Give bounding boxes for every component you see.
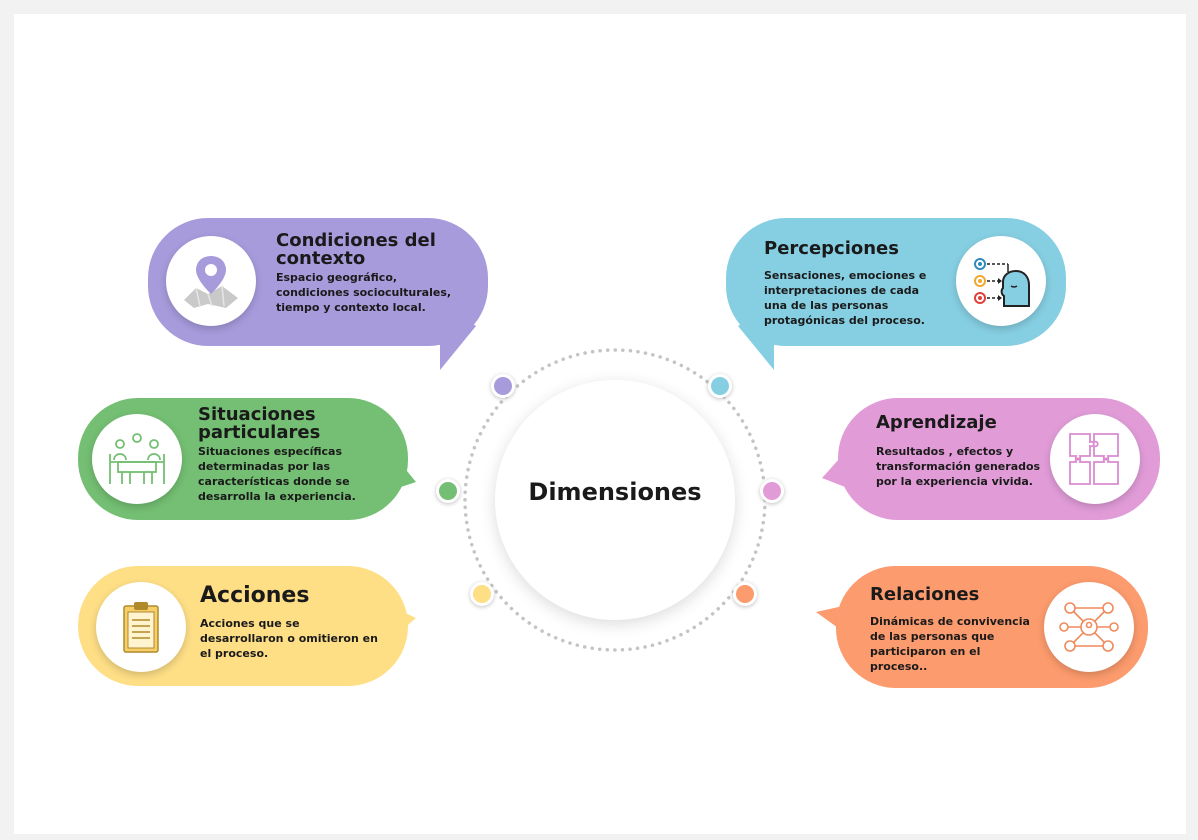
dot-acciones: [470, 582, 494, 606]
center-title: Dimensiones: [528, 478, 702, 506]
desc-situaciones: Situaciones específicas determinadas por…: [198, 445, 356, 503]
network-icon: [1044, 582, 1134, 672]
map-pin-icon: [166, 236, 256, 326]
title-aprendizaje: Aprendizaje: [876, 412, 997, 433]
desc-contexto: Espacio geográfico, condiciones sociocul…: [276, 271, 452, 314]
senses-head-icon: [956, 236, 1046, 326]
desc-aprendizaje: Resultados , efectos y transformación ge…: [876, 445, 1041, 488]
title-relaciones: Relaciones: [870, 584, 980, 605]
desc-percepciones: Sensaciones, emociones e interpretacione…: [764, 269, 927, 327]
title-situaciones: Situaciones particulares: [198, 404, 321, 443]
puzzle-icon: [1050, 414, 1140, 504]
desc-relaciones: Dinámicas de convivencia de las personas…: [870, 615, 1030, 673]
dot-percepciones: [708, 374, 732, 398]
dot-contexto: [491, 374, 515, 398]
title-contexto: Condiciones del contexto: [276, 230, 436, 269]
clipboard-icon: [96, 582, 186, 672]
meeting-icon: [92, 414, 182, 504]
dot-aprendizaje: [760, 479, 784, 503]
title-percepciones: Percepciones: [764, 238, 899, 259]
dot-situaciones: [436, 479, 460, 503]
dot-relaciones: [733, 582, 757, 606]
desc-acciones: Acciones que se desarrollaron o omitiero…: [200, 617, 378, 660]
title-acciones: Acciones: [200, 583, 310, 608]
center-circle: [495, 380, 735, 620]
